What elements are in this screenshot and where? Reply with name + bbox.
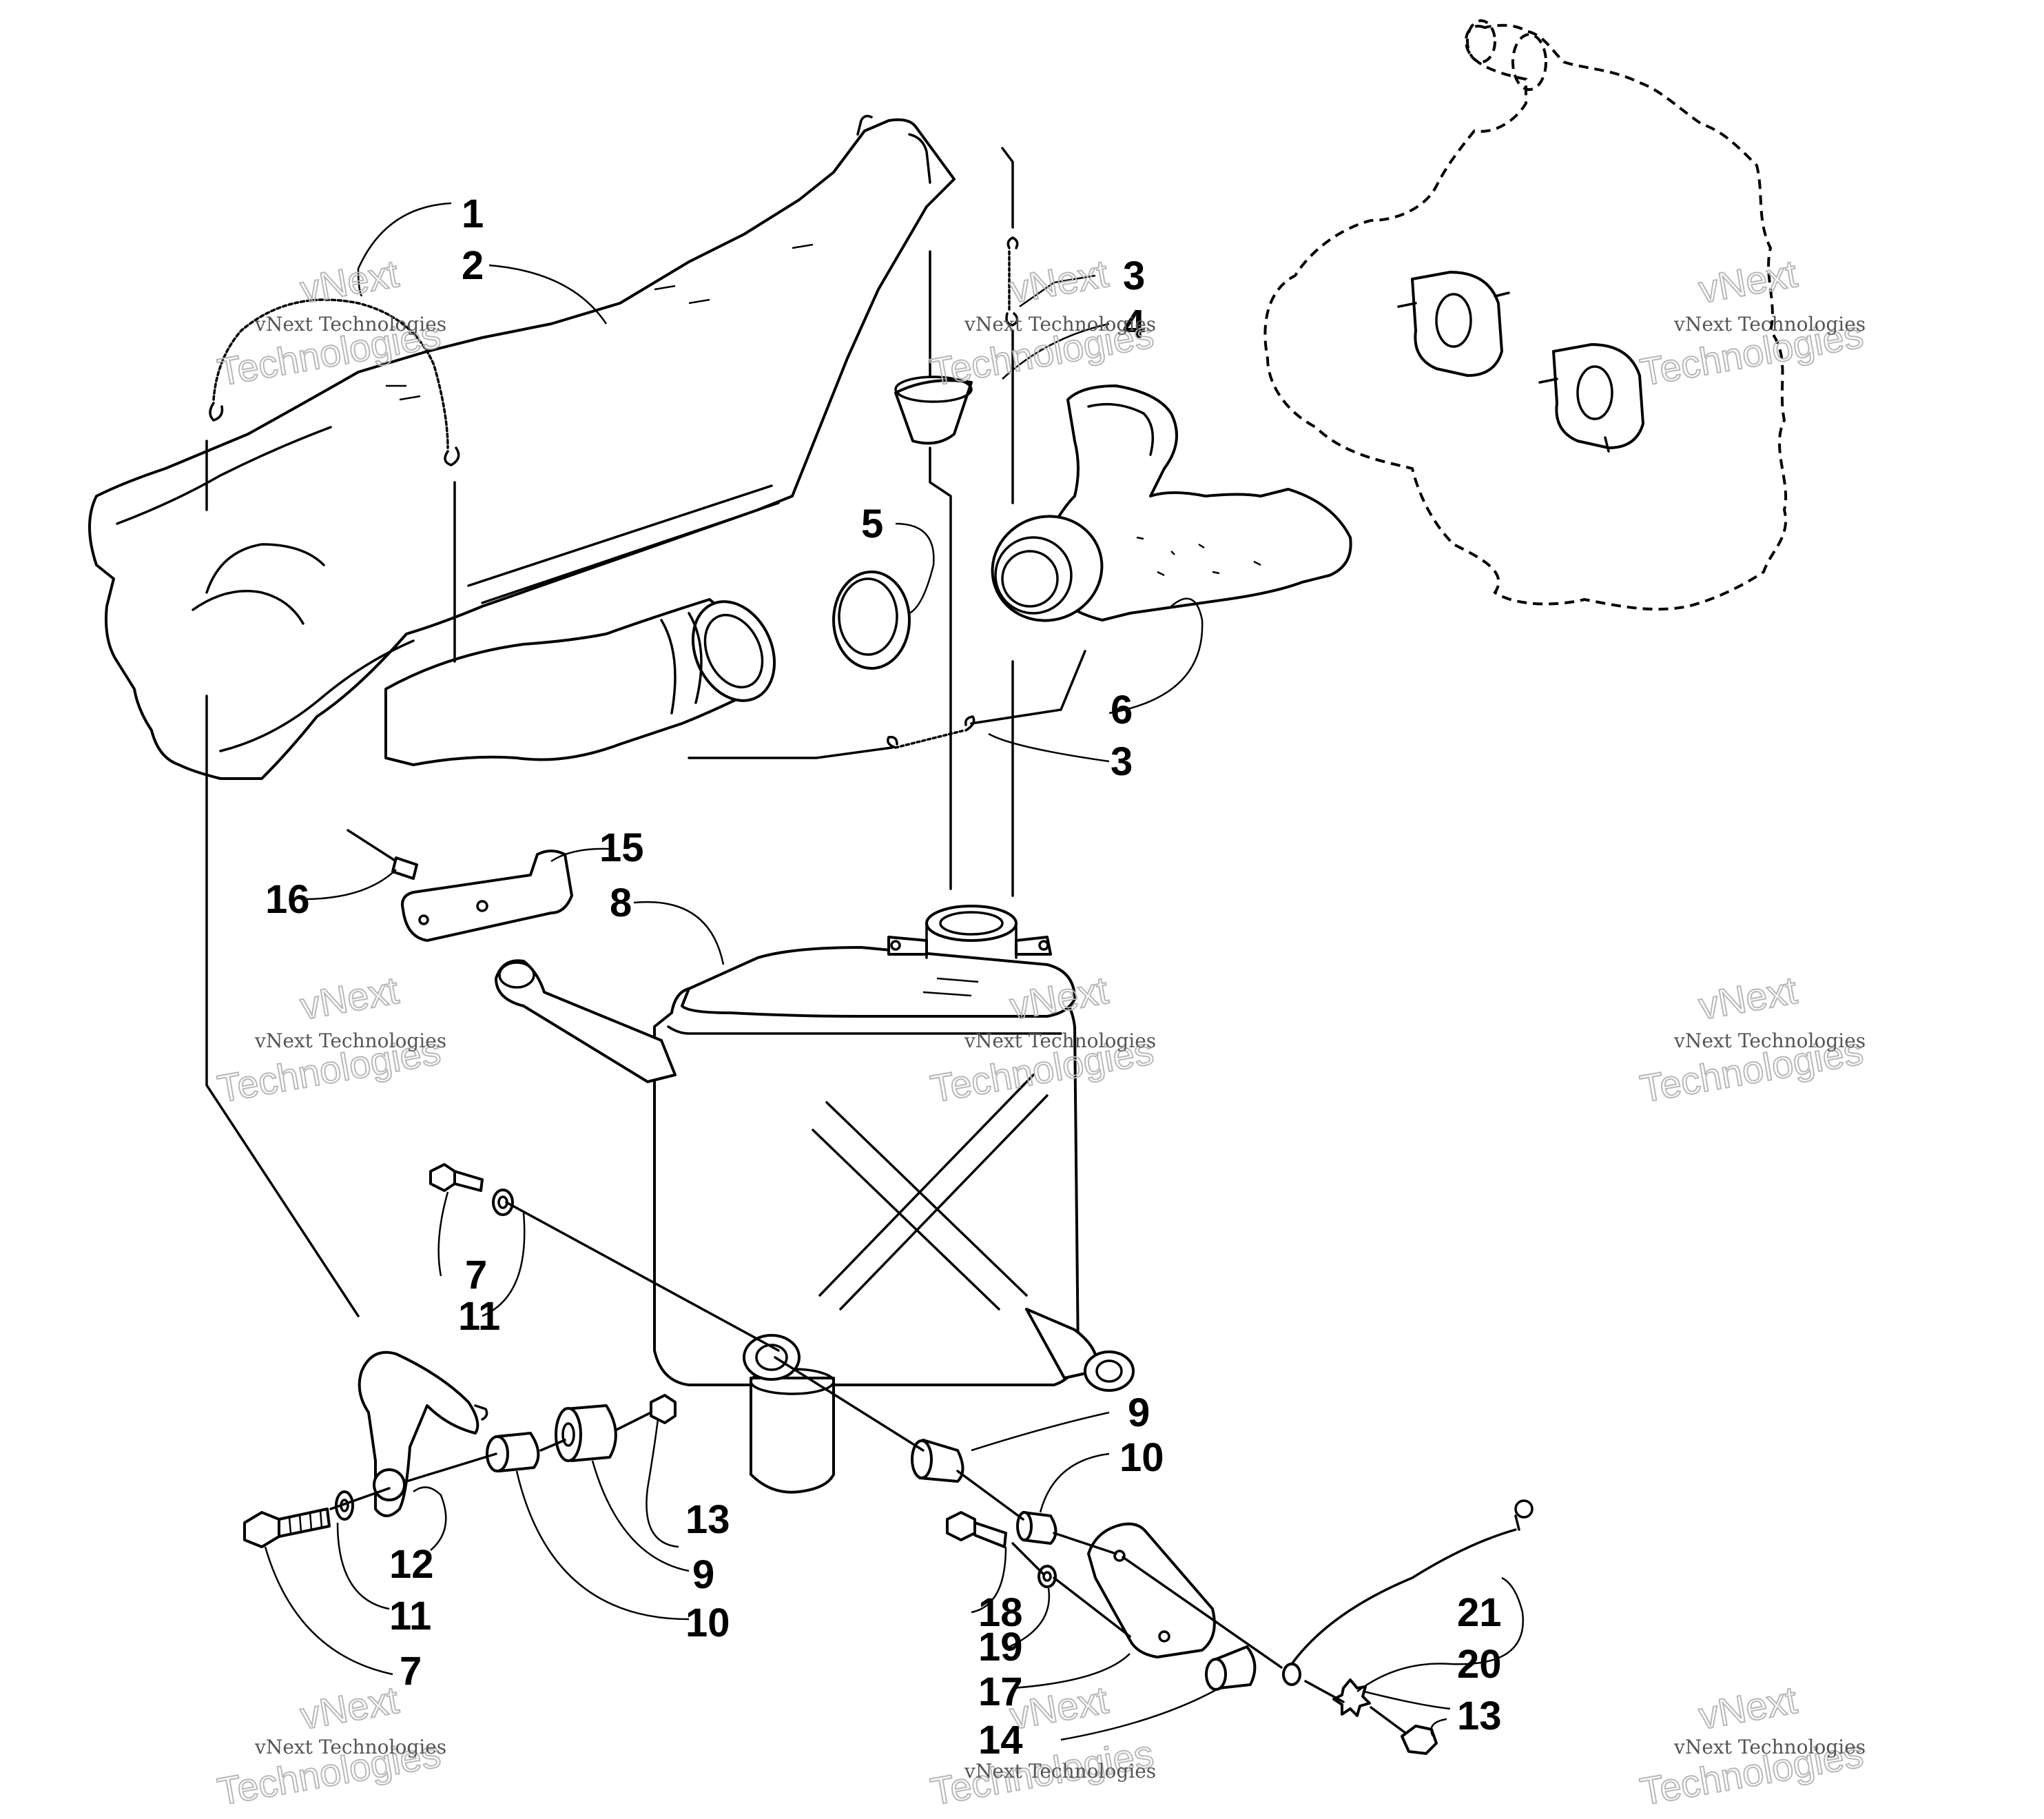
- bolt-7-upper: [429, 1163, 484, 1192]
- callout-21: 21: [1457, 1590, 1502, 1635]
- bolt-18: [946, 1511, 1007, 1548]
- muffler-8: [495, 905, 1135, 1494]
- callout-labels: 1 2 3 4 5 6 3 7 8 9 10 11 12 13 14 15 16…: [265, 192, 1502, 1763]
- callout-15: 15: [599, 825, 644, 870]
- watermark-top-right: vNext Technologies vNext Technologies: [1636, 251, 1867, 395]
- pipe-outlet-bellows: [384, 598, 776, 766]
- bushing-9-left: [555, 1404, 617, 1462]
- expansion-chamber: [88, 114, 956, 780]
- svg-text:vNext Technologies: vNext Technologies: [254, 313, 446, 336]
- seal-ring-5: [832, 571, 911, 670]
- callout-10-left: 10: [685, 1601, 730, 1645]
- svg-text:vNext: vNext: [1695, 968, 1800, 1028]
- callout-10-right: 10: [1119, 1435, 1164, 1480]
- svg-text:vNext Technologies: vNext Technologies: [964, 1760, 1156, 1782]
- exhaust-manifold-6: [991, 384, 1352, 622]
- spacer-10-left: [486, 1432, 540, 1472]
- spring-1: [209, 298, 460, 466]
- callout-9-right: 9: [1128, 1390, 1150, 1435]
- callout-6: 6: [1111, 688, 1133, 732]
- callout-17: 17: [978, 1669, 1023, 1714]
- callout-2: 2: [462, 243, 484, 288]
- svg-text:vNext Technologies: vNext Technologies: [254, 1029, 446, 1052]
- callout-7-upper: 7: [465, 1253, 487, 1297]
- washer-19: [1038, 1565, 1057, 1588]
- callout-18: 18: [978, 1590, 1023, 1635]
- ground-wire-21: [1282, 1499, 1534, 1686]
- svg-text:vNext: vNext: [1006, 251, 1111, 311]
- nut-13-left: [650, 1394, 677, 1424]
- svg-text:vNext Technologies: vNext Technologies: [964, 313, 1156, 336]
- bracket-15: [401, 850, 573, 942]
- mount-bracket-12: [358, 1350, 488, 1517]
- star-washer-20: [1332, 1678, 1371, 1717]
- leader-lines: [264, 202, 1525, 1741]
- watermark-bottom-right: vNext Technologies vNext Technologies: [1636, 1677, 1867, 1814]
- assembly-lines: [205, 147, 1407, 1734]
- nut-13-right: [1401, 1725, 1438, 1755]
- grommet-14: [1205, 1645, 1257, 1691]
- callout-3-lower: 3: [1111, 739, 1133, 784]
- spacer-10-right: [1016, 1511, 1057, 1545]
- bracket-17: [1087, 1522, 1216, 1658]
- gasket-cup-4: [894, 376, 973, 445]
- svg-text:vNext: vNext: [297, 251, 402, 311]
- svg-text:vNext: vNext: [1695, 251, 1800, 311]
- callout-11-upper: 11: [458, 1294, 500, 1339]
- callout-13-left: 13: [685, 1497, 730, 1542]
- callout-4: 4: [1123, 302, 1145, 347]
- washer-11-upper: [492, 1189, 514, 1216]
- svg-text:vNext Technologies: vNext Technologies: [1673, 1736, 1866, 1758]
- callout-9-left: 9: [692, 1552, 714, 1597]
- engine-exhaust-port-left: [1397, 271, 1510, 377]
- callout-8: 8: [610, 881, 632, 925]
- svg-text:vNext Technologies: vNext Technologies: [964, 1029, 1156, 1052]
- svg-text:vNext Technologies: vNext Technologies: [1673, 1029, 1866, 1052]
- callout-16: 16: [265, 877, 310, 922]
- bushing-9-right: [911, 1439, 964, 1483]
- watermark-mid-left: vNext Technologies vNext Technologies: [214, 967, 446, 1111]
- callout-11-lower: 11: [389, 1594, 431, 1638]
- callout-14: 14: [978, 1718, 1023, 1763]
- engine-exhaust-port-right: [1538, 343, 1644, 453]
- engine-outline: [1263, 19, 1788, 611]
- spring-3-lower: [887, 715, 975, 749]
- bolt-7-lower: [243, 1508, 331, 1548]
- svg-text:vNext Technologies: vNext Technologies: [254, 1736, 446, 1758]
- svg-text:vNext: vNext: [297, 1678, 402, 1738]
- rivet-16: [347, 829, 418, 880]
- callout-12: 12: [389, 1542, 434, 1587]
- watermark-top-left: vNext Technologies vNext Technologies: [214, 251, 446, 395]
- spring-3-upper: [1005, 236, 1019, 327]
- callout-7-lower: 7: [400, 1649, 422, 1694]
- svg-text:vNext: vNext: [1695, 1678, 1800, 1738]
- svg-text:vNext Technologies: vNext Technologies: [1673, 313, 1866, 336]
- watermark-bottom-left: vNext Technologies vNext Technologies: [214, 1677, 446, 1814]
- callout-5: 5: [861, 502, 883, 546]
- callout-19: 19: [978, 1625, 1023, 1669]
- watermark-bottom-center: vNext Technologies vNext Technologies: [927, 1677, 1157, 1814]
- callout-20: 20: [1457, 1642, 1502, 1687]
- callout-13-right: 13: [1457, 1694, 1502, 1738]
- callout-1: 1: [462, 192, 484, 236]
- callout-3-upper: 3: [1123, 254, 1145, 298]
- svg-text:vNext: vNext: [297, 968, 402, 1028]
- watermark-mid-right: vNext Technologies vNext Technologies: [1636, 967, 1867, 1111]
